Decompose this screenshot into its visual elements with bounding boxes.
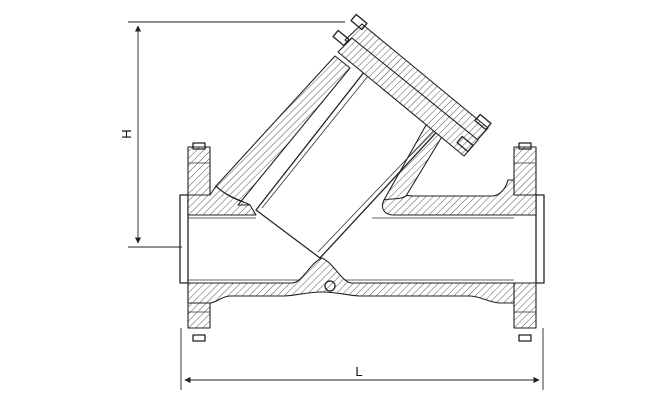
dimension-l-label: L xyxy=(355,364,362,379)
right-flange xyxy=(513,142,545,342)
cover-bolt-top xyxy=(332,13,368,47)
cover-flange xyxy=(332,13,492,157)
dimension-h: H xyxy=(119,21,345,248)
body-lower-wall xyxy=(187,257,515,304)
strainer-branch xyxy=(215,55,447,259)
cover-bolt-bottom xyxy=(456,113,492,153)
left-flange xyxy=(179,142,211,342)
dimension-l: L xyxy=(180,328,544,390)
dimension-h-label: H xyxy=(119,129,134,138)
